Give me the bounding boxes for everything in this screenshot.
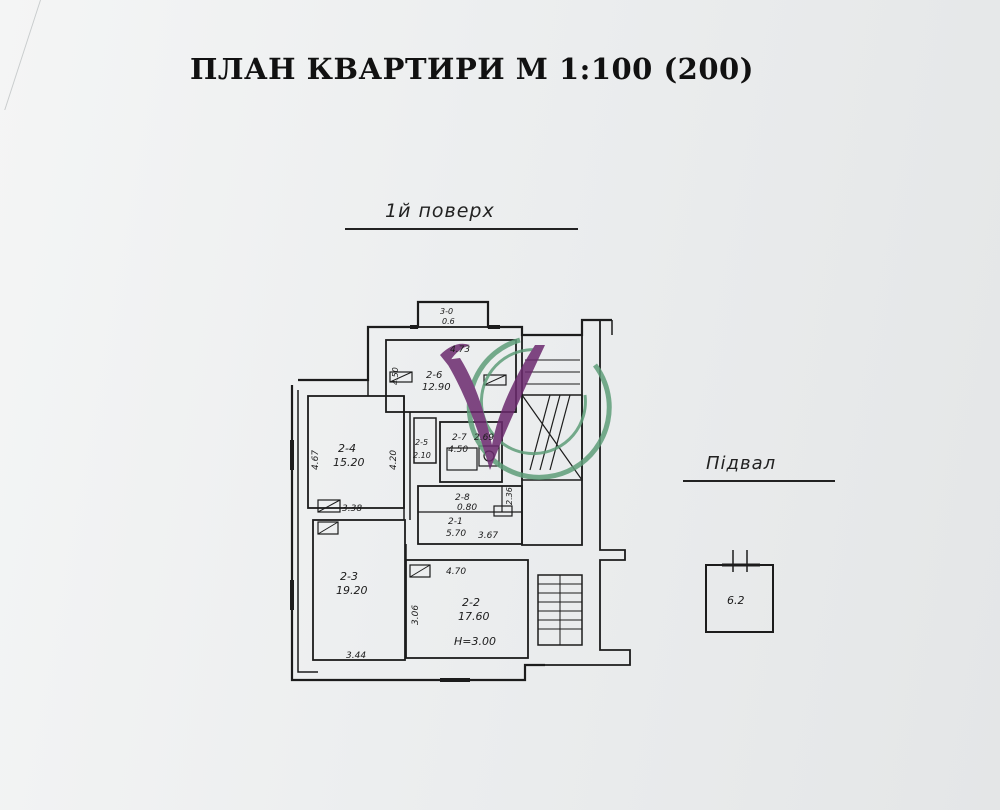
logo-green-arc	[466, 337, 612, 480]
room-id: 3-0	[440, 307, 453, 316]
room-area: 0.6	[442, 317, 455, 326]
room-id: 2-3	[340, 570, 358, 583]
room-id: 2-8	[455, 493, 470, 503]
room-id: 2-5	[415, 438, 428, 447]
dimension-label: 3.44	[346, 651, 366, 661]
room-id: 2-6	[426, 370, 442, 381]
dimension-label: 4.20	[389, 450, 399, 470]
room-area: 0.80	[457, 503, 477, 513]
floor-label: 1й поверх	[385, 200, 495, 222]
dimension-label: 2.69	[474, 433, 494, 443]
room-id: 2-4	[338, 442, 356, 455]
room-area: 4.50	[448, 445, 468, 455]
dimension-label: 4.67	[311, 450, 321, 470]
room-area: 15.20	[333, 456, 365, 469]
logo-purple-leaf	[440, 343, 470, 365]
room-area: 19.20	[336, 584, 368, 597]
room-area: 17.60	[458, 610, 490, 623]
dimension-label: 4.70	[446, 567, 466, 577]
basement-label: Підвал	[706, 453, 777, 474]
dimension-label: 2.36	[505, 487, 514, 505]
room-labels: 3-0 0.6 2-6 12.90 2-7 4.50 2-5 2.10 2-4 …	[333, 307, 745, 648]
dimension-label: 4.50	[391, 367, 400, 385]
dimension-label: 3.67	[478, 531, 498, 541]
room-id: 2-2	[462, 596, 480, 609]
dimension-label: 3.38	[342, 504, 362, 514]
basement-area: 6.2	[727, 594, 745, 607]
page-title: ПЛАН КВАРТИРИ М 1:100 (200)	[190, 52, 754, 86]
room-area: 12.90	[422, 382, 451, 393]
plan-walls	[290, 300, 774, 682]
room-id: 2-7	[452, 433, 467, 443]
room-area: 2.10	[413, 451, 431, 460]
dimension-label: 4.73	[450, 345, 470, 355]
room-id: 2-1	[448, 517, 463, 527]
dimension-label: 3.06	[411, 605, 421, 625]
room-area: 5.70	[446, 529, 466, 539]
room-height: H=3.00	[454, 635, 496, 648]
logo-purple-v	[445, 345, 545, 470]
vc-logo-watermark	[440, 337, 612, 480]
dimension-labels: 4.73 4.67 4.20 2.69 3.38 2.36 3.67 4.70 …	[311, 345, 514, 661]
